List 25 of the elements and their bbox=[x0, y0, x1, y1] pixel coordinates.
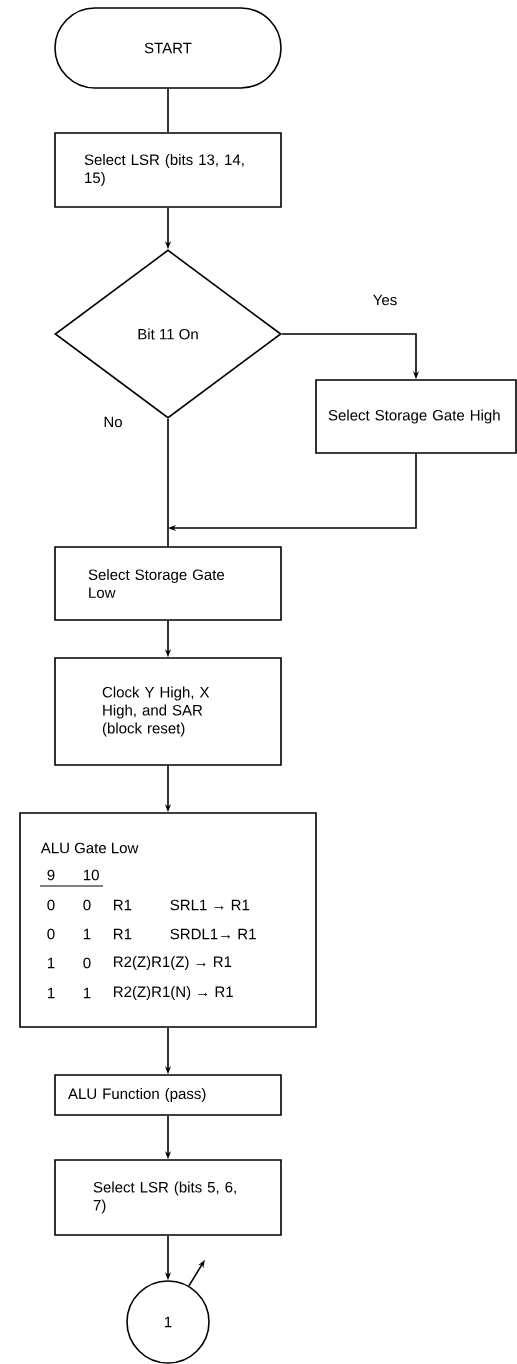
table-cell: SRDL1→ R1 bbox=[170, 928, 256, 940]
process-box: Select LSR (bits 13, 14, 15) bbox=[54, 132, 282, 208]
table-cell: 0 bbox=[83, 957, 91, 969]
table-cell: 1 bbox=[83, 987, 91, 999]
table-cell: R1 bbox=[114, 928, 132, 940]
table-cell: R2(Z)R1(Z) → R1 bbox=[114, 956, 232, 970]
process-box: Select Storage Gate Low bbox=[54, 546, 282, 621]
table-cell: SRL1 → R1 bbox=[170, 899, 250, 911]
table-cell: 1 bbox=[83, 928, 91, 940]
table-cell: 0 bbox=[83, 899, 91, 911]
table-cell: 0 bbox=[47, 899, 55, 911]
start-terminal: START bbox=[54, 7, 282, 89]
table-cell: 1 bbox=[47, 987, 55, 999]
column-header: 9 bbox=[47, 869, 55, 881]
table-cell: 0 bbox=[47, 928, 55, 940]
table-cell: R2(Z)R1(N) → R1 bbox=[114, 986, 233, 1000]
process-box: Clock Y High, X High, and SAR (block reset) bbox=[54, 657, 282, 766]
process-box: Select Storage Gate High bbox=[315, 379, 517, 454]
process-box: ALU Function (pass) bbox=[54, 1074, 282, 1116]
table-cell: 1 bbox=[47, 957, 55, 969]
edge-label: Yes bbox=[371, 293, 399, 307]
column-header: 10 bbox=[83, 869, 99, 881]
process-box: Select LSR (bits 5, 6, 7) bbox=[54, 1159, 282, 1236]
table-heading: ALU Gate Low bbox=[40, 842, 139, 854]
table-cell: R1 bbox=[114, 899, 132, 911]
